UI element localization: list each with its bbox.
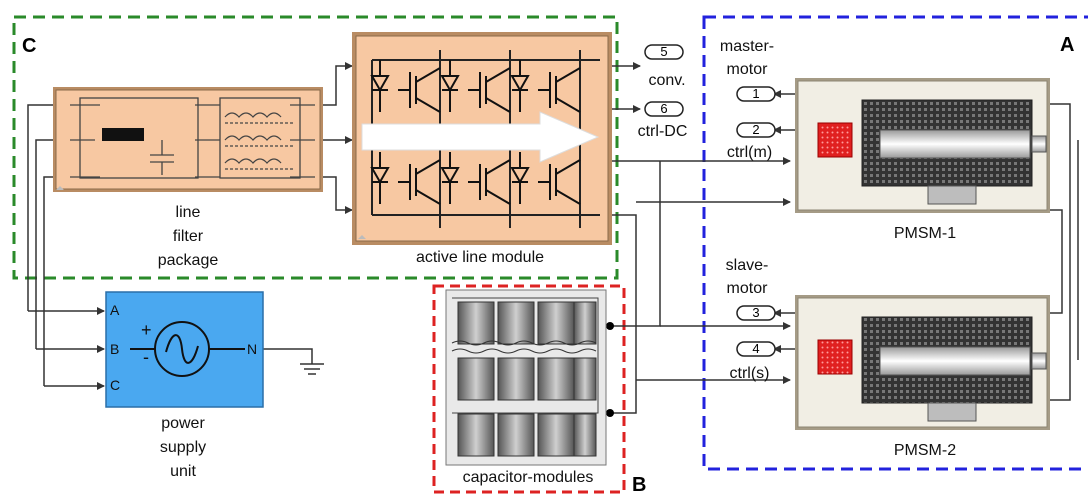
ps-minus-sign: - (143, 347, 149, 367)
port-5-number: 5 (660, 44, 668, 59)
power-supply-label-2: supply (159, 439, 207, 456)
io-ports (644, 44, 776, 357)
igbt-switch-icon (510, 152, 581, 205)
pmsm-2-label: PMSM-2 (893, 442, 957, 459)
port-oval (644, 44, 684, 60)
line-filter-label-2: filter (172, 228, 204, 245)
capacitor-icon (457, 357, 495, 401)
power-supply-label-3: unit (170, 463, 196, 480)
master-motor-label-1: master- (719, 38, 775, 55)
junction-dot (606, 322, 614, 330)
region-b-outline (432, 284, 626, 494)
region-c-label: C (22, 35, 37, 57)
line-filter-label-1: line (175, 204, 201, 221)
power-supply-label-1: power (161, 415, 205, 432)
port-2-caption: ctrl(m) (726, 144, 773, 161)
ps-pin-n: N (247, 341, 258, 357)
capacitor-icon (537, 413, 575, 457)
port-oval (644, 101, 684, 117)
power-flow-arrow-icon (361, 111, 600, 163)
capacitor-icon (573, 413, 597, 457)
capacitor-icon (497, 301, 535, 345)
region-a-label: A (1060, 34, 1075, 56)
capacitor-icon (573, 357, 597, 401)
slave-motor-label-2: motor (726, 280, 768, 297)
capacitor-modules-label: capacitor-modules (462, 469, 594, 486)
pmsm-1-label: PMSM-1 (893, 225, 957, 242)
capacitor-icon (537, 357, 575, 401)
power-supply-block[interactable] (105, 291, 264, 408)
port-4-caption: ctrl(s) (729, 365, 770, 382)
port-oval (736, 341, 776, 357)
active-line-module-label: active line module (415, 249, 545, 266)
line-filter-label-3: package (157, 252, 219, 269)
active-line-module-block[interactable] (352, 32, 612, 245)
ps-pin-c: C (110, 377, 121, 393)
port-oval (736, 86, 776, 102)
igbt-switch-icon (370, 60, 441, 113)
igbt-switch-icon (370, 152, 441, 205)
region-c-outline (12, 15, 619, 280)
igbt-switch-icon (440, 60, 511, 113)
pmsm-2-block[interactable] (795, 295, 1050, 430)
port-5-caption: conv. (648, 72, 686, 89)
motor-sensor-icon (817, 339, 853, 375)
ps-plus-sign: + (141, 320, 152, 340)
igbt-switch-icon (510, 60, 581, 113)
capacitor-icon (573, 301, 597, 345)
ps-pin-a: A (110, 302, 120, 318)
region-b-label: B (632, 474, 647, 496)
pmsm-1-block[interactable] (795, 78, 1050, 213)
port-oval (736, 122, 776, 138)
capacitor-icon (537, 301, 575, 345)
motor-shaft-icon (879, 346, 1031, 376)
port-6-number: 6 (660, 101, 668, 116)
port-6-caption: ctrl-DC (637, 123, 688, 140)
slave-motor-label-1: slave- (725, 257, 769, 274)
motor-shaft-icon (879, 129, 1031, 159)
port-4-number: 4 (752, 341, 760, 356)
port-3-number: 3 (752, 305, 760, 320)
ps-pin-b: B (110, 341, 120, 357)
capacitor-icon (497, 357, 535, 401)
junction-dot (606, 409, 614, 417)
master-motor-label-2: motor (726, 61, 768, 78)
igbt-switch-icon (440, 152, 511, 205)
port-oval (736, 305, 776, 321)
port-2-number: 2 (752, 122, 760, 137)
motor-sensor-icon (817, 122, 853, 158)
capacitor-modules-block[interactable] (445, 289, 607, 466)
region-a-outline (702, 15, 1088, 471)
capacitor-icon (457, 301, 495, 345)
port-1-number: 1 (752, 86, 760, 101)
capacitor-icon (457, 413, 495, 457)
capacitor-icon (497, 413, 535, 457)
line-filter-block[interactable] (53, 87, 323, 192)
